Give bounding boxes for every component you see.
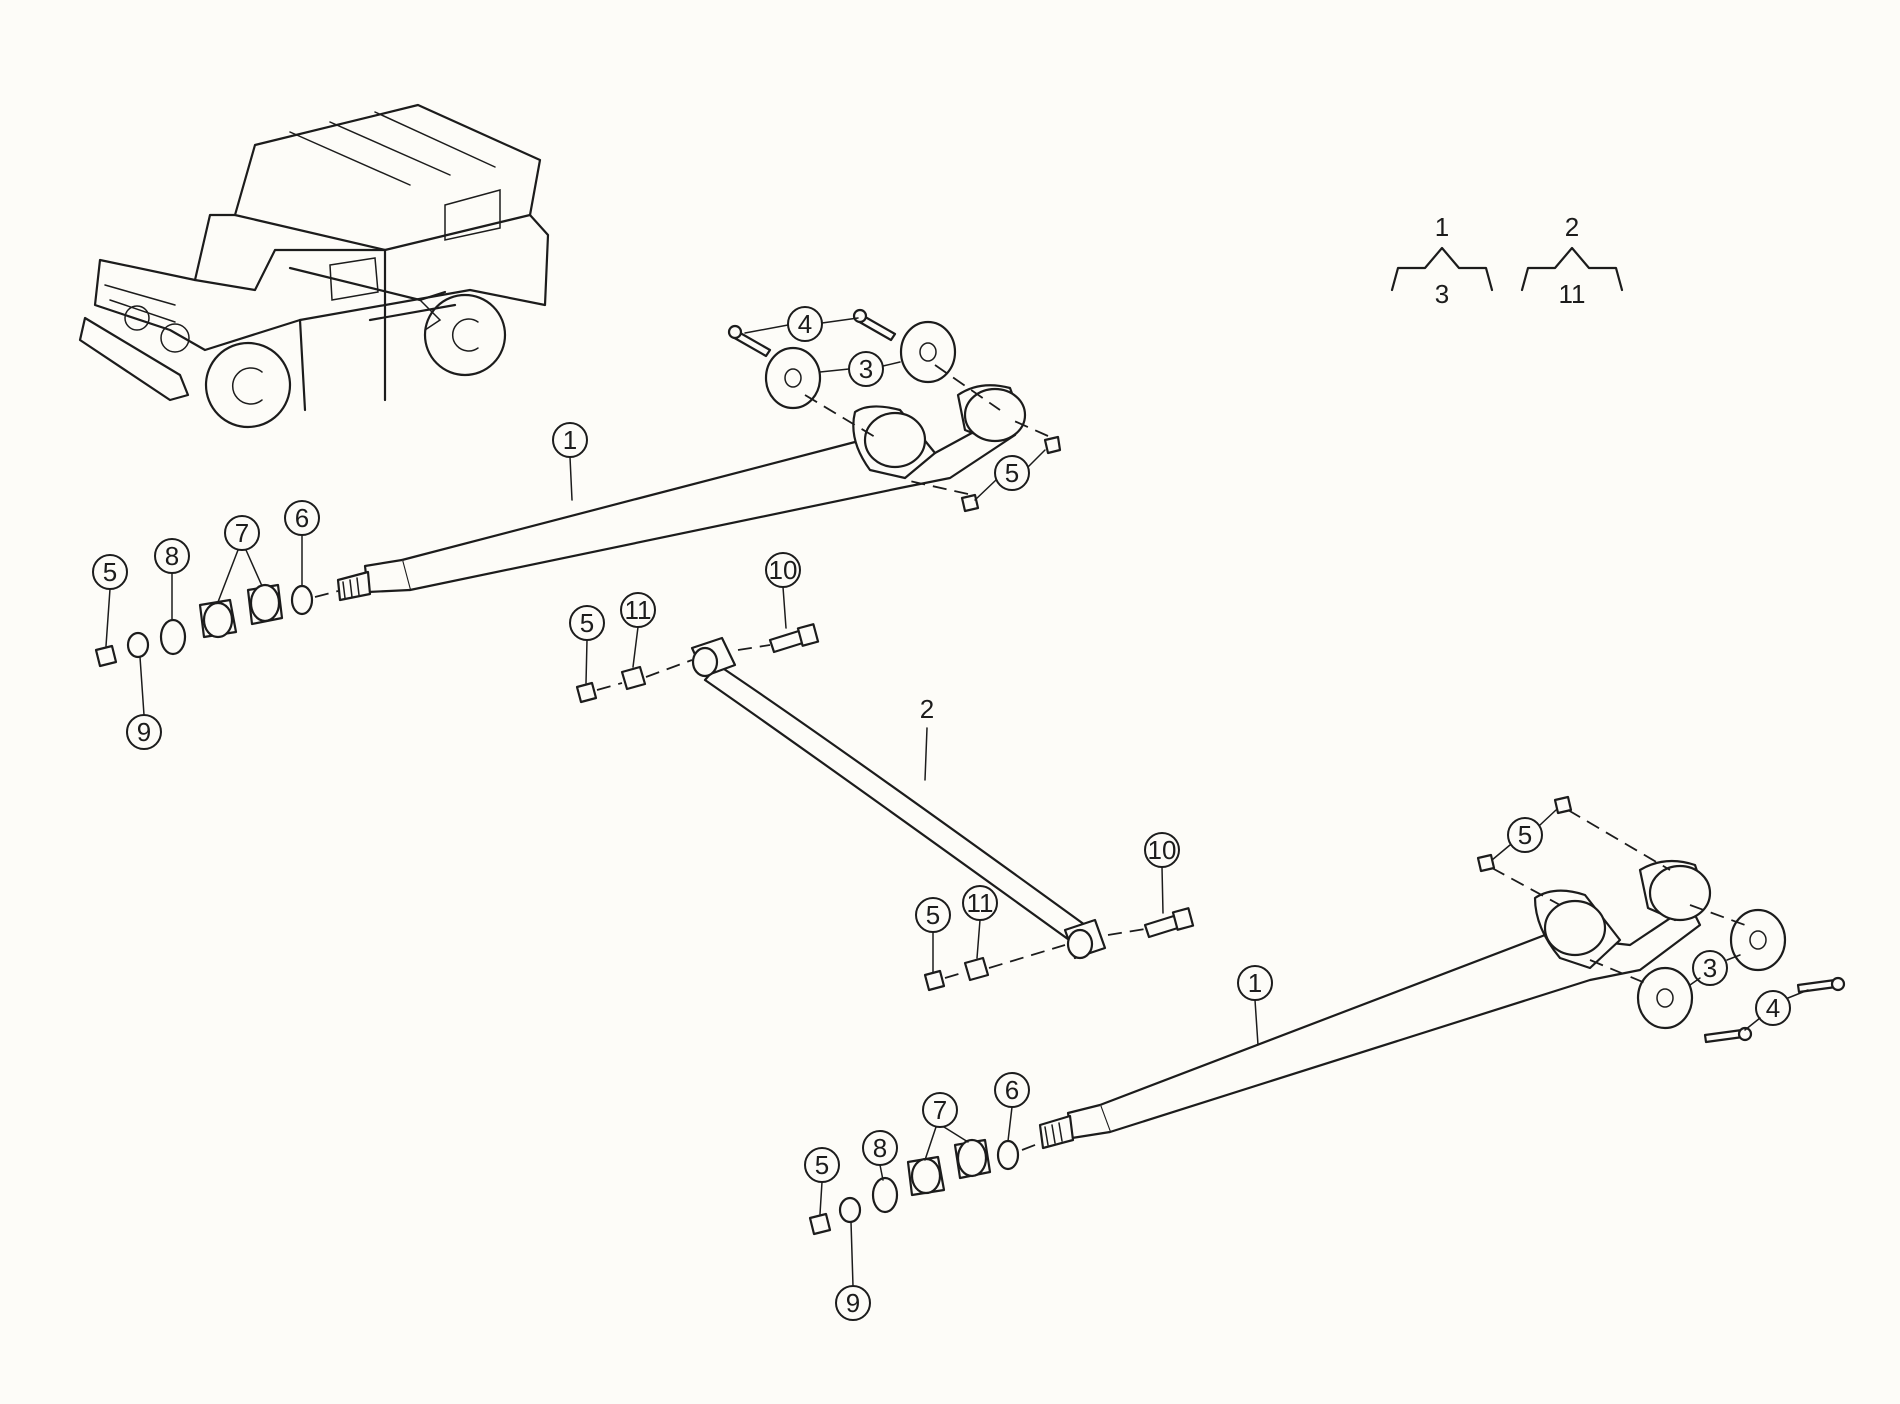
spacer <box>871 1176 899 1214</box>
callout-part-5: 5 <box>1507 817 1543 853</box>
callout-part-5: 5 <box>569 605 605 641</box>
callout-part-10: 10 <box>1144 832 1180 868</box>
svg-text:10: 10 <box>769 555 798 585</box>
lower-trailing-arm-assembly: 1 3 4 5 6 7 8 5 9 <box>804 795 1846 1321</box>
svg-text:5: 5 <box>926 900 940 930</box>
legend-group-2: 2 11 <box>1520 212 1624 309</box>
svg-text:5: 5 <box>580 608 594 638</box>
svg-text:5: 5 <box>103 557 117 587</box>
track-bar-assembly: 2 5 11 10 5 11 10 <box>569 552 1195 992</box>
nut <box>808 1212 832 1236</box>
svg-text:11: 11 <box>967 888 994 918</box>
callout-part-2-label: 2 <box>920 694 934 724</box>
vehicle-illustration <box>78 103 550 429</box>
callout-part-8: 8 <box>862 1130 898 1166</box>
washer <box>290 584 314 616</box>
svg-text:1: 1 <box>1248 968 1262 998</box>
svg-text:4: 4 <box>1766 993 1780 1023</box>
callout-part-9: 9 <box>126 714 162 750</box>
callout-part-6: 6 <box>994 1072 1030 1108</box>
nut <box>960 493 980 513</box>
nut <box>575 681 598 704</box>
svg-text:9: 9 <box>137 717 151 747</box>
svg-text:6: 6 <box>295 503 309 533</box>
svg-text:9: 9 <box>846 1288 860 1318</box>
svg-text:6: 6 <box>1005 1075 1019 1105</box>
callout-part-4: 4 <box>787 306 823 342</box>
callout-part-4: 4 <box>1755 990 1791 1026</box>
threaded-end <box>1038 1114 1075 1150</box>
callout-part-3: 3 <box>848 351 884 387</box>
legend: 1 3 2 11 <box>1390 212 1624 309</box>
callout-part-3: 3 <box>1692 950 1728 986</box>
callout-part-11: 11 <box>962 885 998 921</box>
legend-bottom-label: 3 <box>1435 279 1449 309</box>
svg-text:7: 7 <box>235 518 249 548</box>
bushing <box>764 346 822 410</box>
spacer-sleeve <box>620 665 647 691</box>
legend-top-label: 2 <box>1565 212 1579 242</box>
callout-part-7: 7 <box>922 1092 958 1128</box>
svg-text:10: 10 <box>1148 835 1177 865</box>
svg-text:3: 3 <box>1703 953 1717 983</box>
legend-top-label: 1 <box>1435 212 1449 242</box>
svg-text:8: 8 <box>165 541 179 571</box>
svg-text:5: 5 <box>1005 458 1019 488</box>
washer <box>126 631 150 659</box>
svg-text:3: 3 <box>859 354 873 384</box>
svg-text:2: 2 <box>920 694 934 724</box>
svg-text:5: 5 <box>815 1150 829 1180</box>
callout-part-11: 11 <box>620 592 656 628</box>
svg-text:8: 8 <box>873 1133 887 1163</box>
legend-bottom-label: 11 <box>1559 279 1586 309</box>
svg-text:7: 7 <box>933 1095 947 1125</box>
washer <box>838 1196 862 1224</box>
callout-part-5: 5 <box>92 554 128 590</box>
bolt <box>1796 978 1838 994</box>
callout-part-9: 9 <box>835 1285 871 1321</box>
bushing <box>899 320 957 384</box>
spacer-sleeve <box>963 956 990 982</box>
callout-part-1: 1 <box>1237 965 1273 1001</box>
washer <box>996 1139 1020 1171</box>
callout-part-5: 5 <box>915 897 951 933</box>
svg-text:4: 4 <box>798 309 812 339</box>
upper-trailing-arm-assembly: 1 3 4 5 6 7 8 5 9 <box>92 306 1062 750</box>
callout-part-10: 10 <box>765 552 801 588</box>
nut <box>923 969 946 992</box>
callout-part-8: 8 <box>154 538 190 574</box>
spacer <box>159 618 187 656</box>
nut <box>94 644 118 668</box>
bushing <box>1729 908 1787 972</box>
callout-part-7: 7 <box>224 515 260 551</box>
svg-text:11: 11 <box>625 595 652 625</box>
nut <box>1476 853 1496 873</box>
callout-part-1: 1 <box>552 422 588 458</box>
callout-part-5: 5 <box>804 1147 840 1183</box>
bolt <box>1703 1028 1745 1044</box>
legend-group-1: 1 3 <box>1390 212 1494 309</box>
threaded-end <box>336 570 372 602</box>
track-bar <box>703 663 1087 944</box>
callout-part-5: 5 <box>994 455 1030 491</box>
svg-text:5: 5 <box>1518 820 1532 850</box>
callout-part-6: 6 <box>284 500 320 536</box>
nut <box>1043 435 1062 455</box>
svg-text:1: 1 <box>563 425 577 455</box>
nut <box>1553 795 1573 815</box>
bushing <box>1636 966 1694 1030</box>
